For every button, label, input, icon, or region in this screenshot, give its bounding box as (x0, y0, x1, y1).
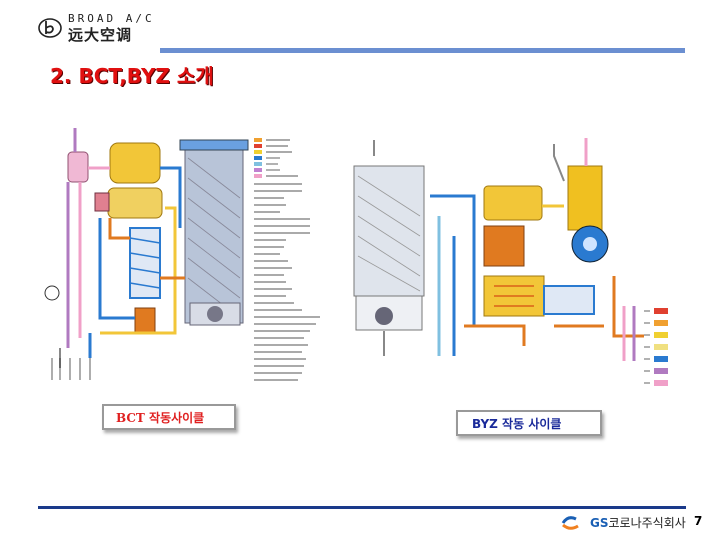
page-number: 7 (694, 514, 703, 528)
brand-chinese: 远大空调 (68, 26, 133, 44)
slide-title: 2. BCT,BYZ 소개 (50, 64, 214, 88)
footer-company: GS코로나주식회사 (590, 514, 686, 531)
byz-cycle-diagram (344, 126, 678, 390)
header-divider (160, 48, 685, 53)
byz-cycle-caption: BYZ 작동 사이클 (456, 410, 602, 436)
footer-company-gs: GS (590, 516, 609, 530)
bct-cycle-caption: BCT 작동사이클 (102, 404, 236, 430)
gs-logo-icon (561, 516, 579, 530)
footer-divider (38, 506, 686, 509)
footer-company-name: 코로나주식회사 (608, 516, 686, 530)
brand-english: BROAD A/C (68, 12, 155, 25)
bct-cycle-diagram (44, 128, 320, 381)
broad-logo-icon (38, 18, 62, 38)
